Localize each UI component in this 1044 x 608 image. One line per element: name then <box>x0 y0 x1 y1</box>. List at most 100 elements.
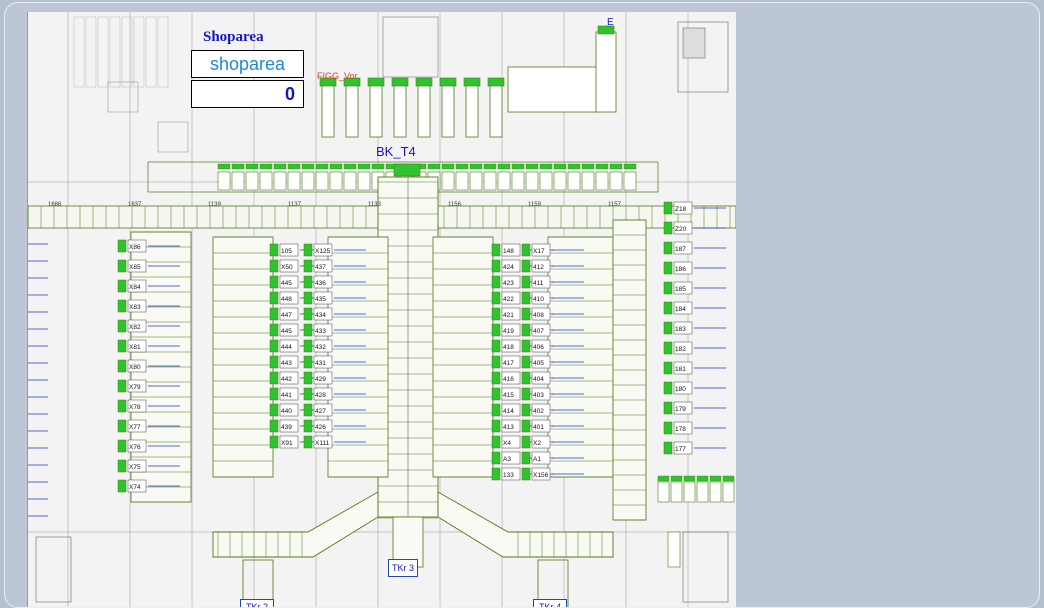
pier <box>327 236 389 478</box>
wall-detail <box>97 16 109 88</box>
gate-cap <box>245 163 259 170</box>
stand-marker <box>663 241 673 255</box>
stand-box <box>501 403 521 417</box>
stand-marker <box>491 243 501 257</box>
stand-box <box>127 279 147 293</box>
stand-box <box>673 361 693 375</box>
gate-cap <box>301 163 315 170</box>
stand-label: 445 <box>281 328 292 335</box>
stand-marker <box>521 355 531 369</box>
stand-box <box>673 441 693 455</box>
stand-label: X83 <box>129 304 141 311</box>
stand-marker <box>269 371 279 385</box>
stand-label: Z18 <box>675 206 687 213</box>
stand-box <box>673 381 693 395</box>
stand-label: 402 <box>533 408 544 415</box>
belt-cap <box>343 77 361 87</box>
area-count-field[interactable]: 0 <box>191 80 304 108</box>
stand-box <box>531 451 551 465</box>
stand-marker <box>663 381 673 395</box>
corner-cap <box>683 475 696 482</box>
stand-label: 432 <box>315 344 326 351</box>
stand-label: 431 <box>315 360 326 367</box>
gate-tkr4[interactable]: TKr 4 <box>533 599 567 607</box>
gate-tkr2[interactable]: TKr 2 <box>240 599 274 607</box>
stand-label: 424 <box>503 264 514 271</box>
area-name-field[interactable]: shoparea <box>191 50 304 78</box>
stand-box <box>313 275 333 289</box>
stand-label: 437 <box>315 264 326 271</box>
gate-cap <box>371 163 385 170</box>
stand-box <box>673 401 693 415</box>
stand-box <box>531 275 551 289</box>
gate-cap <box>455 163 469 170</box>
gate-cap <box>581 163 595 170</box>
stand-label: 187 <box>675 246 686 253</box>
stand-box <box>313 371 333 385</box>
stand-marker <box>491 419 501 433</box>
corner-cap <box>709 475 722 482</box>
stand-marker <box>117 399 127 413</box>
stand-marker <box>269 307 279 321</box>
grid-label: 1139 <box>208 202 222 208</box>
stand-box <box>531 291 551 305</box>
stand-marker <box>521 403 531 417</box>
stand-marker <box>521 371 531 385</box>
stand-marker <box>303 403 313 417</box>
gate-slot <box>567 171 581 191</box>
corner-slot <box>657 481 670 503</box>
stand-box <box>501 339 521 353</box>
belt-cap <box>391 77 409 87</box>
stand-box <box>501 323 521 337</box>
stand-box <box>279 387 299 401</box>
stand-marker <box>663 321 673 335</box>
stand-box <box>531 387 551 401</box>
gate-slot <box>231 171 245 191</box>
stand-marker <box>303 419 313 433</box>
stand-box <box>501 355 521 369</box>
stand-box <box>501 275 521 289</box>
stand-label: 441 <box>281 392 292 399</box>
lower-stem <box>537 559 569 607</box>
stand-marker <box>521 291 531 305</box>
belt-cap <box>439 77 457 87</box>
stand-box <box>673 281 693 295</box>
stand-label: 404 <box>533 376 544 383</box>
stand-label: 414 <box>503 408 514 415</box>
stand-marker <box>521 307 531 321</box>
stand-label: 440 <box>281 408 292 415</box>
gate-slot <box>245 171 259 191</box>
gate-slot <box>497 171 511 191</box>
stand-box <box>127 459 147 473</box>
stand-label: X86 <box>129 244 141 251</box>
stand-box <box>127 259 147 273</box>
stand-marker <box>521 275 531 289</box>
stand-marker <box>269 243 279 257</box>
stand-box <box>313 419 333 433</box>
stand-box <box>673 261 693 275</box>
stand-label: X79 <box>129 384 141 391</box>
stand-label: 405 <box>533 360 544 367</box>
stand-marker <box>303 435 313 449</box>
stand-label: A1 <box>533 456 541 463</box>
stand-box <box>279 371 299 385</box>
gate-slot <box>469 171 483 191</box>
stand-label: X50 <box>281 264 293 271</box>
stand-marker <box>521 259 531 273</box>
stand-marker <box>303 339 313 353</box>
gate-tkr3[interactable]: TKr 3 <box>388 559 418 577</box>
gate-slot <box>581 171 595 191</box>
stand-box <box>501 243 521 257</box>
corner-cap <box>670 475 683 482</box>
stand-marker <box>269 387 279 401</box>
stand-marker <box>269 403 279 417</box>
stand-marker <box>117 259 127 273</box>
belt-cap <box>367 77 385 87</box>
gate-slot <box>301 171 315 191</box>
stand-box <box>531 243 551 257</box>
stand-marker <box>117 279 127 293</box>
belt-label: BK_T4 <box>376 144 416 159</box>
building-block <box>682 531 729 603</box>
